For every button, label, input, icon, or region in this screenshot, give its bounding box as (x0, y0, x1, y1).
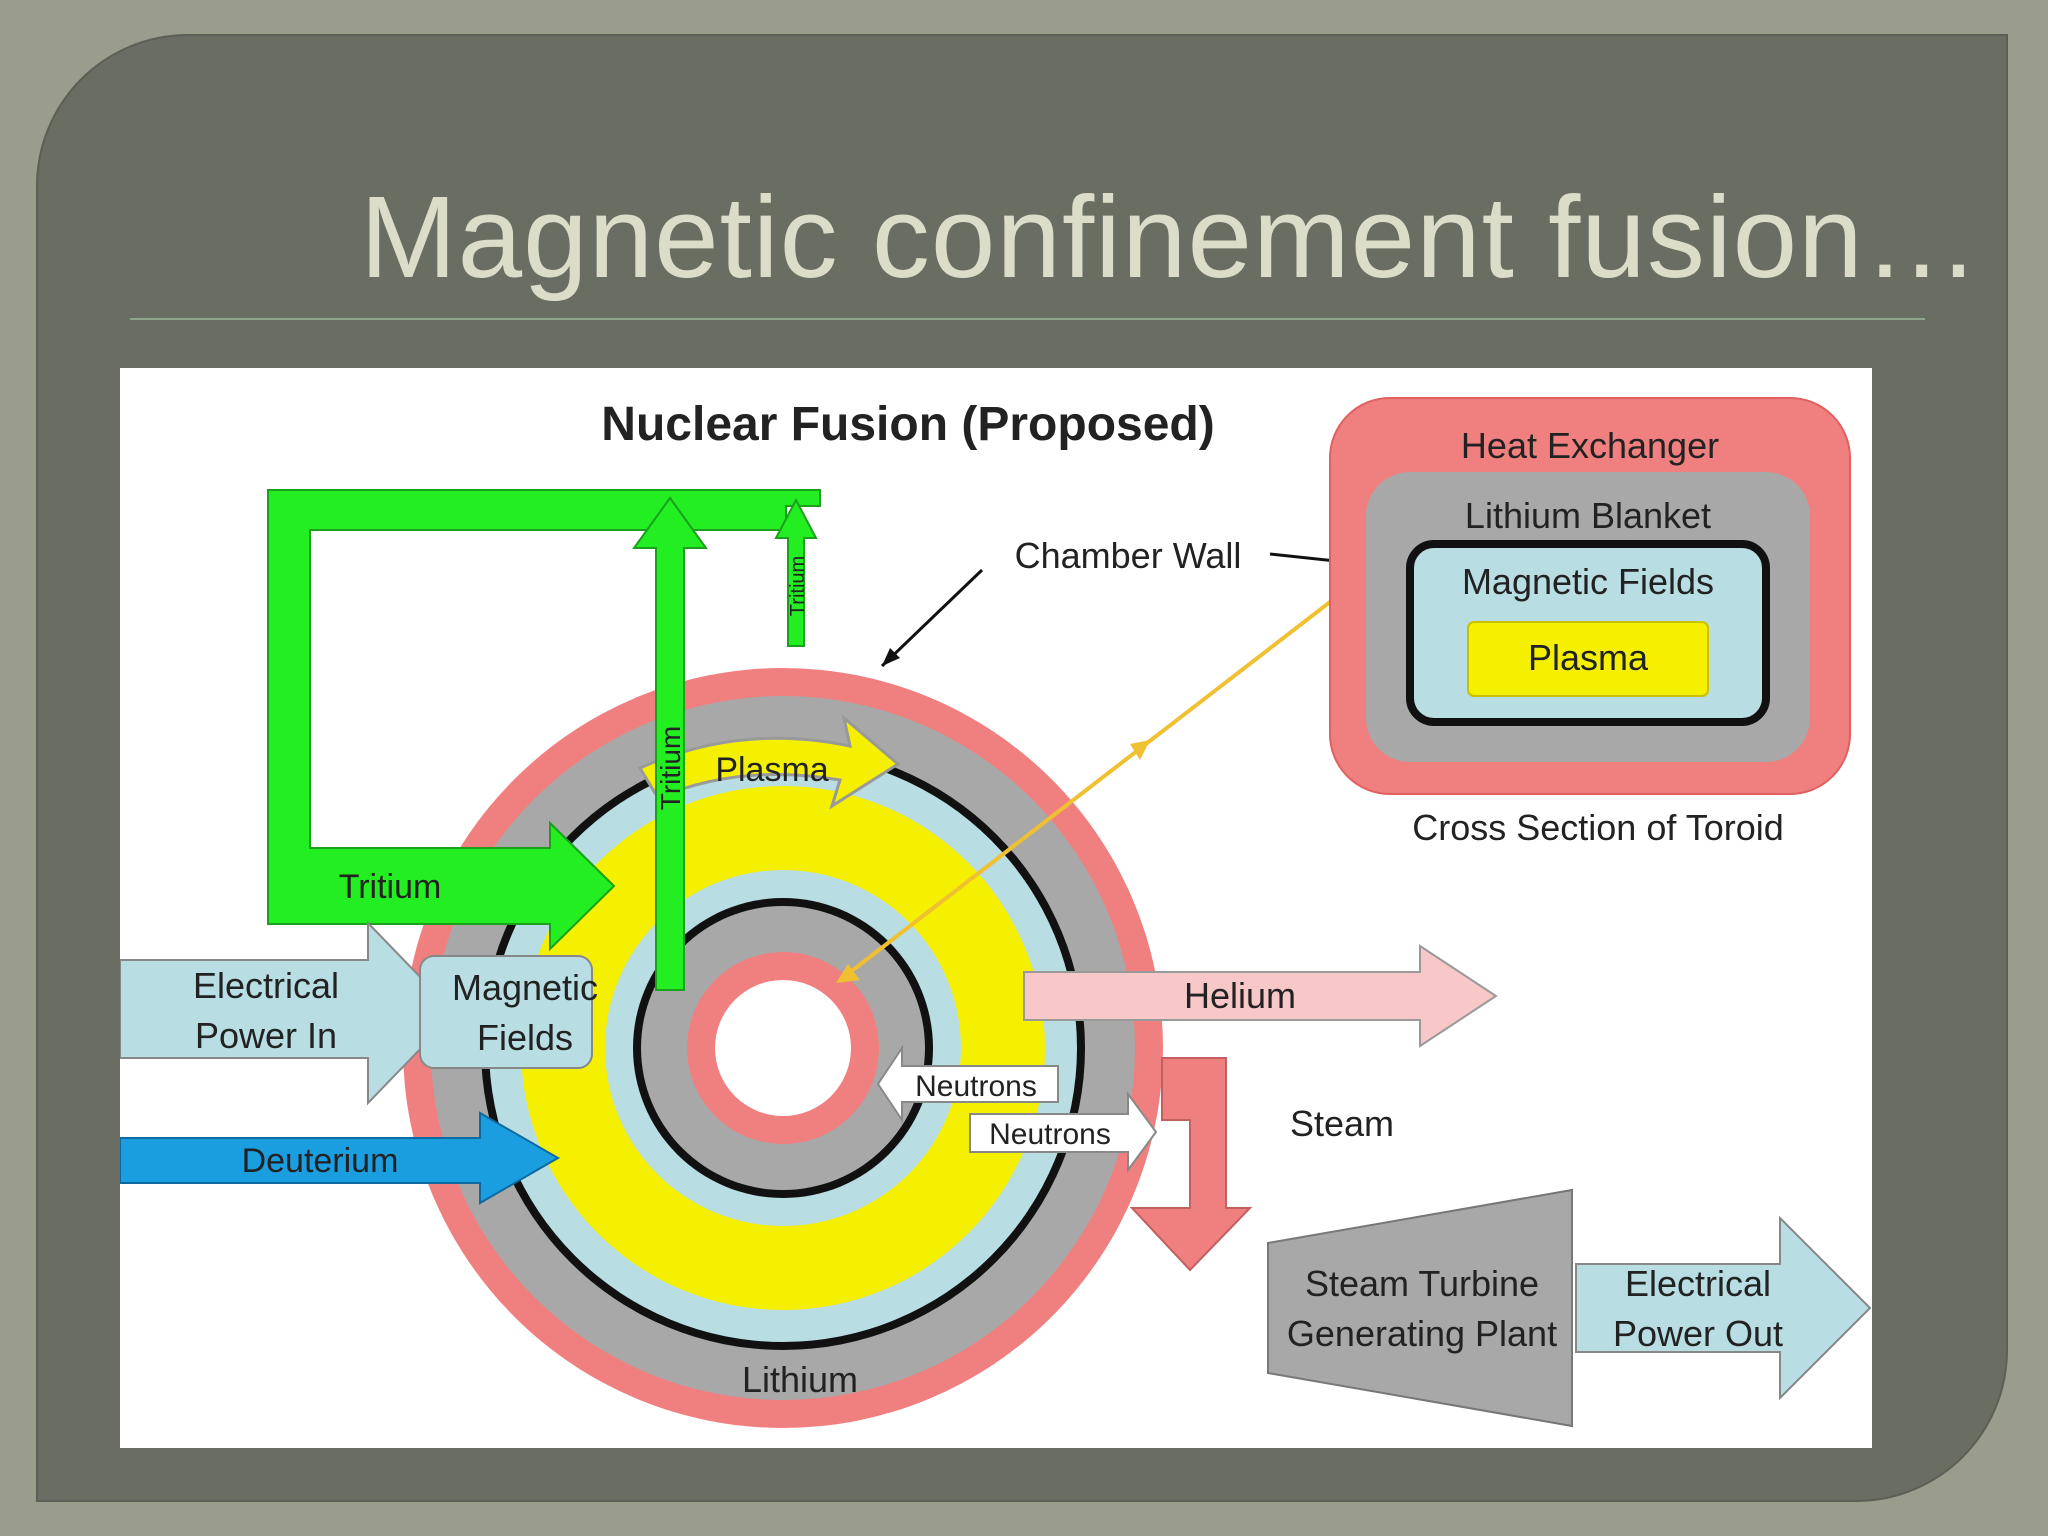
torus-rings (403, 668, 1163, 1428)
tritium-return-arrow (267, 489, 821, 952)
lithium-label: Lithium (742, 1359, 858, 1400)
plasma-ring-label: Plasma (715, 751, 828, 789)
chamber-wall-leader-head (882, 648, 900, 666)
magnetic-fields-box (419, 955, 593, 1069)
electrical-in-line2: Power In (195, 1015, 337, 1056)
tritium-loop: Tritium Tritium Tritium (267, 489, 821, 991)
steam-label: Steam (1290, 1103, 1394, 1144)
steam-arrow (1129, 1057, 1253, 1272)
neutrons-inward-arrow (876, 1044, 1059, 1124)
helium-label: Helium (1184, 975, 1296, 1016)
deuterium-arrow (120, 1111, 561, 1205)
diagram-title: Nuclear Fusion (Proposed) (601, 398, 1214, 451)
cross-section-inset: Heat Exchanger Lithium Blanket Magnetic … (1329, 397, 1851, 795)
magnetic-line2: Fields (477, 1017, 573, 1058)
torus-hole (715, 980, 851, 1116)
connector-head-inner (836, 964, 860, 983)
neutrons-outward-label: Neutrons (989, 1118, 1111, 1151)
power-out-line2: Power Out (1613, 1313, 1783, 1354)
turbine-line1: Steam Turbine (1305, 1263, 1539, 1304)
neutrons-outward-arrow (969, 1090, 1158, 1174)
fusion-diagram-figure: Nuclear Fusion (Proposed) Plasma Tritium… (120, 368, 1872, 1448)
cross-section-heat-exchanger-label: Heat Exchanger (1461, 425, 1719, 466)
cross-section-caption: Cross Section of Toroid (1412, 807, 1784, 848)
cross-section-lithium-label: Lithium Blanket (1465, 495, 1711, 536)
neutrons-inward-label: Neutrons (915, 1070, 1037, 1103)
tritium-vertical-label-1: Tritium (655, 726, 686, 811)
chamber-wall-leader (880, 568, 984, 668)
title-divider (130, 318, 1925, 320)
cross-section-magnetic-label: Magnetic Fields (1462, 561, 1714, 602)
connector-head-outer (1130, 740, 1150, 760)
cross-section-plasma (1467, 621, 1709, 697)
electrical-in-line1: Electrical (193, 965, 339, 1006)
cross-section-connector (838, 600, 1332, 982)
tritium-left-label: Tritium (339, 868, 442, 906)
magnetic-line1: Magnetic (452, 967, 598, 1008)
cross-section-plasma-label: Plasma (1528, 637, 1649, 678)
tritium-vertical-label-2: Tritium (787, 556, 809, 616)
tritium-up-arrow-1 (632, 496, 708, 991)
electrical-power-in-arrow (120, 920, 457, 1106)
turbine-line2: Generating Plant (1287, 1313, 1557, 1354)
deuterium-label: Deuterium (242, 1142, 399, 1180)
tritium-up-arrow-2 (774, 497, 818, 647)
power-out-line1: Electrical (1625, 1263, 1771, 1304)
slide-title: Magnetic confinement fusion… (360, 172, 1981, 302)
electrical-power-out-arrow (1575, 1215, 1872, 1401)
plasma-flow-arrow (637, 713, 901, 810)
helium-arrow (1023, 944, 1498, 1048)
chamber-wall-label: Chamber Wall (1015, 535, 1242, 576)
fusion-diagram: Nuclear Fusion (Proposed) Plasma Tritium… (120, 397, 1872, 1428)
steam-turbine (1267, 1188, 1573, 1428)
